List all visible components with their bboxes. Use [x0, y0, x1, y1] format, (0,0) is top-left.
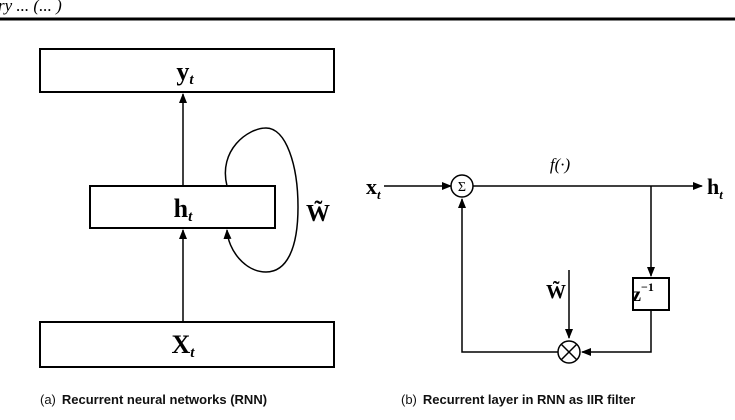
caption-b: (b)Recurrent layer in RNN as IIR filter: [401, 392, 635, 407]
input-xt-label: xt: [366, 174, 381, 202]
caption-a: (a)Recurrent neural networks (RNN): [40, 392, 267, 407]
arrow-delay-to-multiply: [581, 310, 652, 356]
multiply-cross-b: [560, 343, 578, 361]
recurrent-loop-arrow: [223, 127, 299, 273]
input-box-x: [39, 321, 335, 368]
header-fragment: ry ... (... ): [0, 0, 62, 15]
panel-b: xt Σ f(·) ht z−1 W̃ (b)Recurrent layer i…: [366, 155, 723, 407]
output-box-y: [39, 48, 335, 93]
delay-box: [632, 277, 670, 311]
sum-symbol: Σ: [458, 180, 466, 195]
loop-weight-label: W̃: [306, 201, 330, 227]
arrow-feedback-to-sum: [458, 198, 558, 353]
delay-label: z−1: [632, 280, 654, 306]
hidden-h-label: ht: [174, 194, 193, 225]
output-y-label: yt: [176, 57, 194, 88]
activation-function-label: f(·): [550, 155, 571, 174]
weight-label: W̃: [546, 280, 566, 303]
panel-a: yt ht Xt W̃ (a)Recurrent neural networks…: [39, 48, 335, 407]
input-x-label: Xt: [172, 330, 196, 361]
output-ht-label: ht: [707, 174, 723, 202]
